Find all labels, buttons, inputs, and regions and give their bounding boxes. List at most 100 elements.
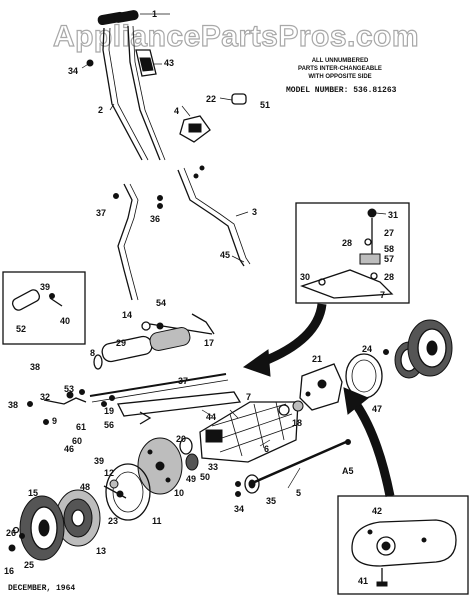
callout-6: 6 — [264, 444, 269, 454]
callout-14: 14 — [122, 310, 132, 320]
callout-31: 31 — [388, 210, 398, 220]
gear-cover-42 — [351, 519, 457, 567]
handle-upper-bar-left — [102, 27, 143, 161]
callout-15: 15 — [28, 488, 38, 498]
handle-upper-bar-right — [127, 25, 161, 161]
callout-26: 26 — [6, 528, 16, 538]
part-52 — [11, 289, 41, 311]
header-note: ALL UNNUMBERED PARTS INTER-CHANGEABLE WI… — [286, 58, 397, 95]
model-number-label: MODEL NUMBER: 536.81263 — [286, 86, 397, 95]
reel-assembly-6 — [199, 400, 304, 463]
roller-and-rods — [27, 313, 242, 425]
callout-57: 57 — [384, 254, 394, 264]
watermark-text: AppliancePartsPros.com — [53, 20, 419, 53]
bar-7 — [116, 391, 242, 417]
callout-41: 41 — [358, 576, 368, 586]
roller-55 — [149, 327, 191, 351]
lower-handle-left — [117, 183, 133, 301]
callout-3: 3 — [252, 207, 257, 217]
callout-38-inset: 38 — [30, 362, 40, 372]
callout-33: 33 — [208, 462, 218, 472]
callout-11: 11 — [152, 516, 162, 526]
callout-24: 24 — [362, 344, 372, 354]
note-line-1: ALL UNNUMBERED — [312, 58, 369, 64]
reel-6 — [199, 401, 299, 463]
inset-frame-right — [295, 202, 410, 304]
callout-28: 28 — [342, 238, 352, 248]
callout-23: 23 — [108, 516, 118, 526]
note-line-2: PARTS INTER-CHANGEABLE — [298, 66, 382, 72]
callout-42: 42 — [372, 506, 382, 516]
arrow-head-2 — [343, 387, 369, 415]
callout-20: 20 — [176, 434, 186, 444]
clip-51 — [231, 93, 247, 105]
callout-7: 7 — [246, 392, 251, 402]
inset-box-38 — [2, 271, 86, 345]
callout-37-mid: 37 — [178, 376, 188, 386]
bracket-4 — [179, 115, 211, 143]
callout-61: 61 — [76, 422, 86, 432]
callout-51: 51 — [260, 100, 270, 110]
callout-1: 1 — [152, 9, 157, 19]
callout-5: 5 — [296, 488, 301, 498]
callout-46: 46 — [64, 444, 74, 454]
callout-8: 8 — [90, 348, 95, 358]
callout-19: 19 — [104, 406, 114, 416]
inset-frame-left — [2, 271, 86, 345]
callout-45: 45 — [220, 250, 230, 260]
callout-49: 49 — [186, 474, 196, 484]
callout-47: 47 — [372, 404, 382, 414]
callout-39-lower: 39 — [94, 456, 104, 466]
leader-lines — [81, 62, 387, 489]
inset-box-gear-cover — [337, 495, 469, 595]
note-line-3: WITH OPPOSITE SIDE — [308, 74, 371, 80]
inset-box-height-adjuster — [295, 202, 410, 304]
callout-29: 29 — [116, 338, 126, 348]
callout-37-top: 37 — [96, 208, 106, 218]
callout-58: 58 — [384, 244, 394, 254]
tire-right — [407, 319, 453, 377]
wheel-11 — [105, 463, 151, 521]
callout-13: 13 — [96, 546, 106, 556]
callout-34-bottom: 34 — [234, 504, 244, 514]
callout-30: 30 — [300, 272, 310, 282]
callout-56: 56 — [104, 420, 114, 430]
callout-35: 35 — [266, 496, 276, 506]
arrow-inset-to-frame — [260, 303, 327, 367]
callout-16: 16 — [4, 566, 14, 576]
callout-43: 43 — [164, 58, 174, 68]
callout-38-side: 38 — [8, 400, 18, 410]
callout-32: 32 — [40, 392, 50, 402]
frame-side-plate-21 — [299, 363, 343, 411]
callout-25: 25 — [24, 560, 34, 570]
handle-grip-right — [113, 10, 139, 23]
callout-53: 53 — [64, 384, 74, 394]
callout-27: 27 — [384, 228, 394, 238]
callout-17: 17 — [204, 338, 214, 348]
side-plate-21 — [299, 363, 343, 411]
callout-labels: 1 2 3 4 5 6 7 7 8 9 10 11 12 13 14 15 16… — [4, 9, 398, 586]
handle-cover-43 — [135, 49, 157, 77]
arrow-head-1 — [242, 349, 271, 377]
callout-54: 54 — [156, 298, 166, 308]
callout-12: 12 — [104, 468, 114, 478]
callout-9: 9 — [52, 416, 57, 426]
callout-21: 21 — [312, 354, 322, 364]
callout-48: 48 — [80, 482, 90, 492]
callout-60: 60 — [72, 436, 82, 446]
callout-7-inset: 7 — [380, 290, 385, 300]
callout-36: 36 — [150, 214, 160, 224]
callout-2: 2 — [98, 105, 103, 115]
callout-40: 40 — [60, 316, 70, 326]
callout-18: 18 — [292, 418, 302, 428]
lower-handle-3 — [177, 169, 245, 267]
callout-28-b: 28 — [384, 272, 394, 282]
callout-52: 52 — [16, 324, 26, 334]
inset-frame-lower-right — [337, 495, 469, 595]
callout-10: 10 — [174, 488, 184, 498]
drawing-date: DECEMBER, 1964 — [8, 584, 75, 593]
callout-39-inset: 39 — [40, 282, 50, 292]
callout-22: 22 — [206, 94, 216, 104]
